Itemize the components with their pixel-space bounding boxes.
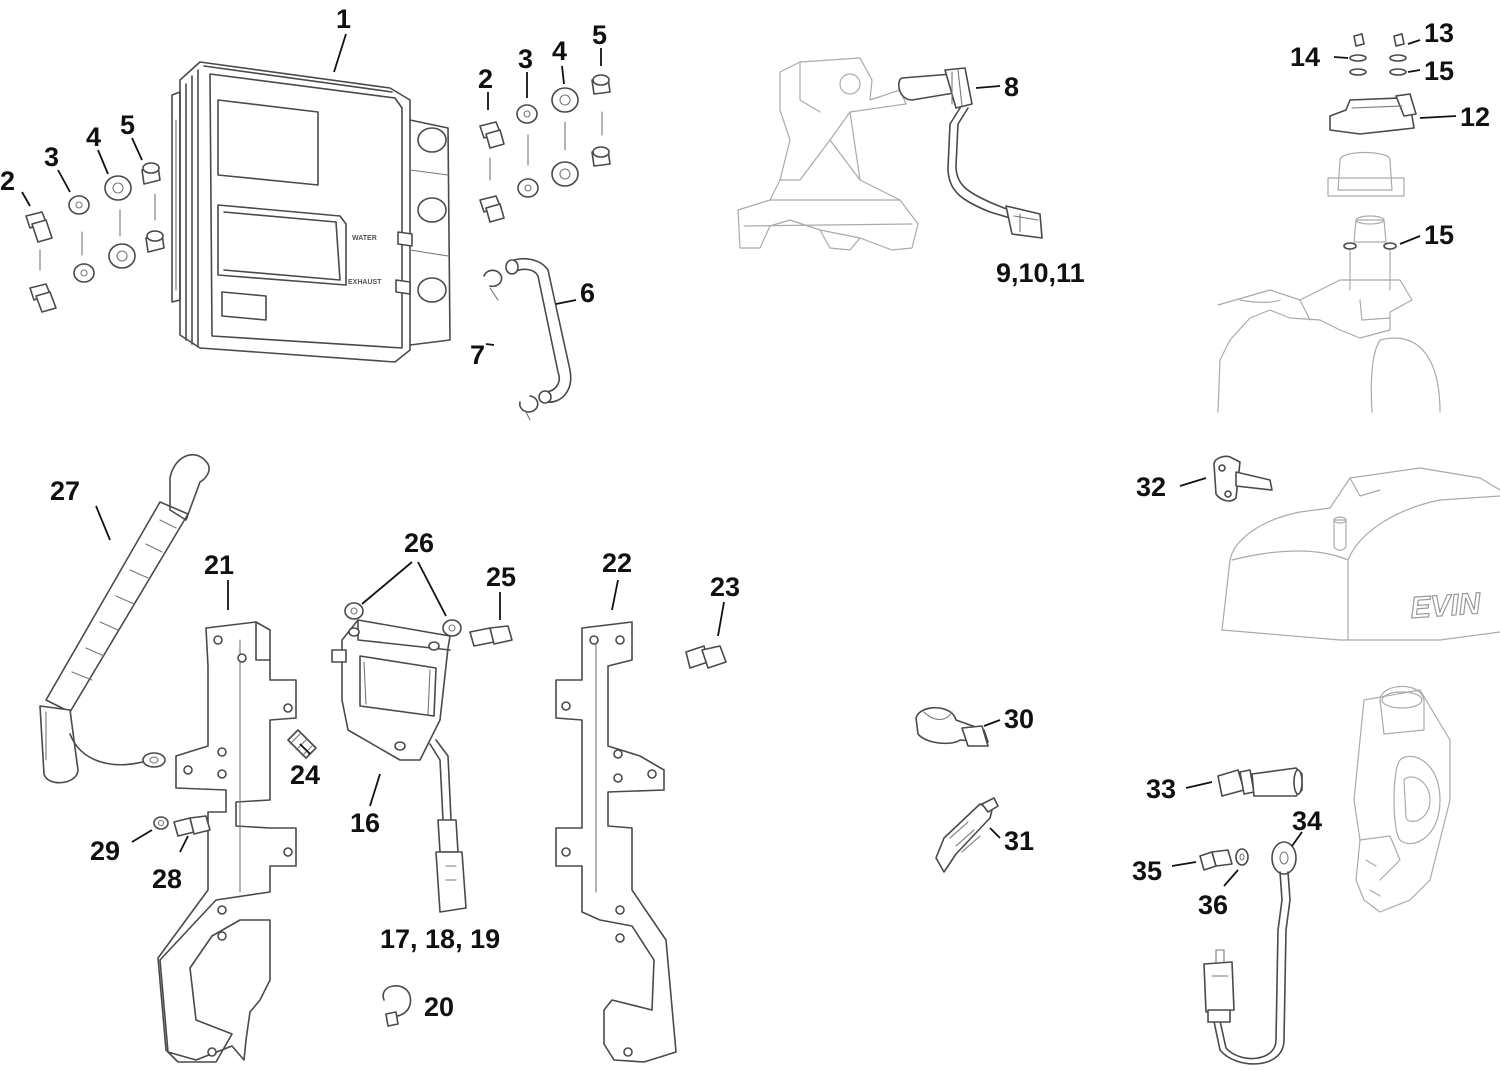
callout-28: 28: [152, 864, 182, 894]
callout-16: 16: [350, 808, 380, 838]
callout-23: 23: [710, 572, 740, 602]
callout-36: 36: [1198, 890, 1228, 920]
clamp-20: [382, 985, 412, 1027]
callout-15-lower: 15: [1424, 220, 1454, 250]
top-center-assembly: [737, 57, 1043, 251]
hose-and-clamps: [483, 257, 572, 421]
callout-3-left: 3: [44, 142, 59, 172]
callout-5-right: 5: [592, 20, 607, 50]
callout-8: 8: [1004, 72, 1019, 102]
callout-30: 30: [1004, 704, 1034, 734]
engine-control-module: WATER EXHAUST: [171, 61, 451, 363]
callout-22: 22: [602, 548, 632, 578]
callout-14: 14: [1290, 42, 1320, 72]
callout-32: 32: [1136, 472, 1166, 502]
callout-labels: 1 2 3 4 5 2 3 4 5 6 7 8 9,10,11 13 14 15…: [0, 4, 1490, 1022]
callout-33: 33: [1146, 774, 1176, 804]
bracket-22: [555, 621, 677, 1063]
water-port-label: WATER: [352, 235, 377, 242]
callout-7: 7: [470, 340, 485, 370]
callout-21: 21: [204, 550, 234, 580]
callout-6: 6: [580, 278, 595, 308]
callout-2-left: 2: [0, 166, 15, 196]
callout-15-upper: 15: [1424, 56, 1454, 86]
callout-29: 29: [90, 836, 120, 866]
bracket-21: [157, 621, 297, 1063]
callout-12: 12: [1460, 102, 1490, 132]
callout-17-18-19: 17, 18, 19: [380, 924, 500, 954]
callout-4-right: 4: [552, 36, 567, 66]
callout-9-10-11: 9,10,11: [996, 258, 1085, 288]
callout-1: 1: [336, 4, 351, 34]
cover-and-sensor-32: EVIN: [1213, 455, 1500, 641]
callout-24: 24: [290, 760, 320, 790]
callout-27: 27: [50, 476, 80, 506]
callout-2-right: 2: [478, 64, 493, 94]
callout-25: 25: [486, 562, 516, 592]
callout-13: 13: [1424, 18, 1454, 48]
callout-35: 35: [1132, 856, 1162, 886]
callout-5-left: 5: [120, 110, 135, 140]
exhaust-port-label: EXHAUST: [348, 279, 382, 286]
callout-34: 34: [1292, 806, 1322, 836]
leader-lines: [21, 33, 1457, 887]
cover-brand-text: EVIN: [1409, 587, 1482, 625]
lower-right-assembly: [1199, 685, 1451, 1065]
bracket-hardware: [153, 602, 727, 837]
ignition-lead-27: [39, 453, 210, 784]
callout-3-right: 3: [518, 44, 533, 74]
callout-31: 31: [1004, 826, 1034, 856]
left-fastener-stack: [25, 162, 165, 313]
ignition-coil-16: [331, 619, 467, 913]
callout-26: 26: [404, 528, 434, 558]
callout-4-left: 4: [86, 122, 101, 152]
top-right-assembly: [1217, 33, 1441, 413]
boot-and-spark-plug: [915, 706, 999, 873]
right-fastener-stack: [479, 74, 611, 223]
callout-20: 20: [424, 992, 454, 1022]
